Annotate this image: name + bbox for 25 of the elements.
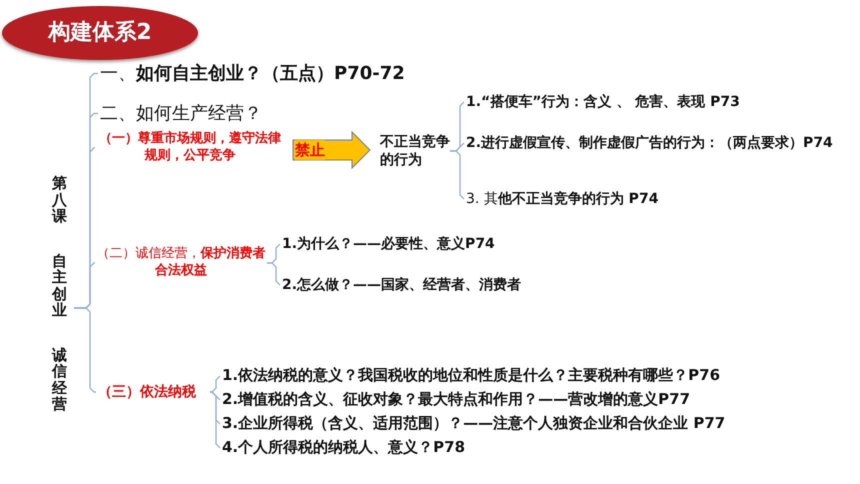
item-text: 2.进行虚假宣传、制作虚假广告的行为：（两点要求）P74: [466, 134, 851, 152]
title-banner: 构建体系2: [2, 6, 198, 60]
brace-connector: [210, 375, 221, 393]
item-text: 不正当竞争的行为: [380, 133, 450, 170]
brace-connector: [210, 391, 221, 449]
item-text: 1.“搭便车”行为：含义 、 危害、表现 P73: [466, 93, 846, 112]
item-text: 3.企业所得税（含义、适用范围）？——注意个人独资企业和合伙企业 P77: [222, 414, 852, 434]
item-text: 1.为什么？——必要性、意义P74: [282, 235, 582, 254]
vertical-title-text: 第八课: [52, 175, 67, 224]
item-text: 3. 其他不正当竞争的行为 P74: [466, 190, 846, 208]
topic-heading: 二、如何生产经营？: [100, 102, 360, 126]
item-text: 1.依法纳税的意义？我国税收的地位和性质是什么？主要税种有哪些？P76: [222, 366, 852, 386]
edge-label: 禁止: [295, 140, 325, 160]
topic-heading: 一、如何自主创业？（五点）P70-72: [100, 62, 430, 86]
topic-text: （三）依法纳税: [98, 383, 210, 402]
brace-connector: [267, 262, 281, 286]
brace-connector: [74, 307, 96, 393]
topic-text: （一）尊重市场规则，遵守法律规则，公平竞争: [95, 131, 285, 165]
vertical-title-text: 诚信经营: [52, 346, 67, 412]
vertical-title-text: 自主创业: [52, 252, 67, 318]
item-text: 2.增值税的含义、征收对象？最大特点和作用？——营改增的意义P77: [222, 390, 852, 410]
brace-connector: [450, 150, 465, 200]
item-text: 2.怎么做？——国家、经营者、消费者: [282, 276, 602, 294]
item-text: 4.个人所得税的纳税人、意义？P78: [222, 438, 852, 458]
topic-text: （二）诚信经营，保护消费者合法权益: [95, 246, 267, 280]
